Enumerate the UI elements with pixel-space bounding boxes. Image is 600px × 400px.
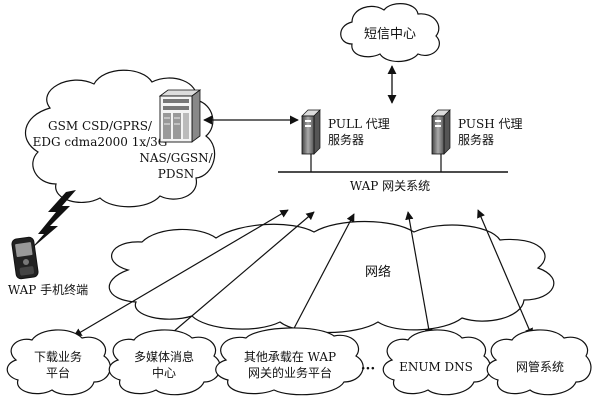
access-label-line2: EDG cdma2000 1x/3G [33, 135, 168, 149]
access-label-line1: GSM CSD/GPRS/ [48, 119, 153, 133]
lightning-bolt-icon [30, 190, 76, 250]
nas-label-line1: NAS/GGSN/ [139, 151, 213, 165]
download-platform-cloud: 下载业务 平台 [6, 329, 111, 396]
enum-dns-cloud: ENUM DNS [382, 329, 491, 396]
wap-terminal-label: WAP 手机终端 [8, 282, 88, 297]
multimedia-center-cloud: 多媒体消息 中心 [108, 329, 221, 396]
other-platform-label-line2: 网关的业务平台 [248, 365, 332, 380]
network-label: 网络 [365, 264, 391, 280]
gateway-enum-dns-arrow [405, 211, 433, 337]
push-proxy-label-line1: PUSH 代理 [458, 117, 522, 131]
enum-dns-label: ENUM DNS [399, 360, 473, 374]
gateway-multimedia-arrow [165, 211, 315, 339]
network-cloud: 网络 [108, 220, 555, 334]
download-platform-label-line1: 下载业务 [34, 349, 82, 364]
gateway-other-platform-arrow [289, 213, 355, 337]
mobile-phone-icon [11, 236, 39, 280]
other-platform-label-line1: 其他承载在 WAP [244, 350, 336, 364]
wap-gateway-label: WAP 网关系统 [350, 179, 430, 193]
gateway-nms-arrow [477, 209, 533, 337]
nas-label-line2: PDSN [158, 167, 194, 181]
multimedia-center-label-line2: 中心 [152, 365, 176, 380]
ellipsis-marker: ··· [361, 361, 376, 377]
server-rack-icon [158, 89, 202, 143]
pull-proxy-label-line1: PULL 代理 [328, 117, 390, 131]
other-platform-cloud: 其他承载在 WAP 网关的业务平台 [215, 327, 364, 396]
download-platform-label-line2: 平台 [46, 365, 70, 380]
multimedia-center-label-line1: 多媒体消息 [134, 349, 194, 364]
push-proxy-label-line2: 服务器 [458, 132, 494, 147]
pull-server-icon [301, 109, 321, 155]
sms-center-label: 短信中心 [364, 27, 416, 42]
pull-proxy-label-line2: 服务器 [328, 132, 364, 147]
push-server-icon [431, 109, 451, 155]
nms-cloud: 网管系统 [486, 329, 592, 396]
nms-label: 网管系统 [516, 359, 564, 374]
sms-center-cloud: 短信中心 [340, 3, 440, 63]
